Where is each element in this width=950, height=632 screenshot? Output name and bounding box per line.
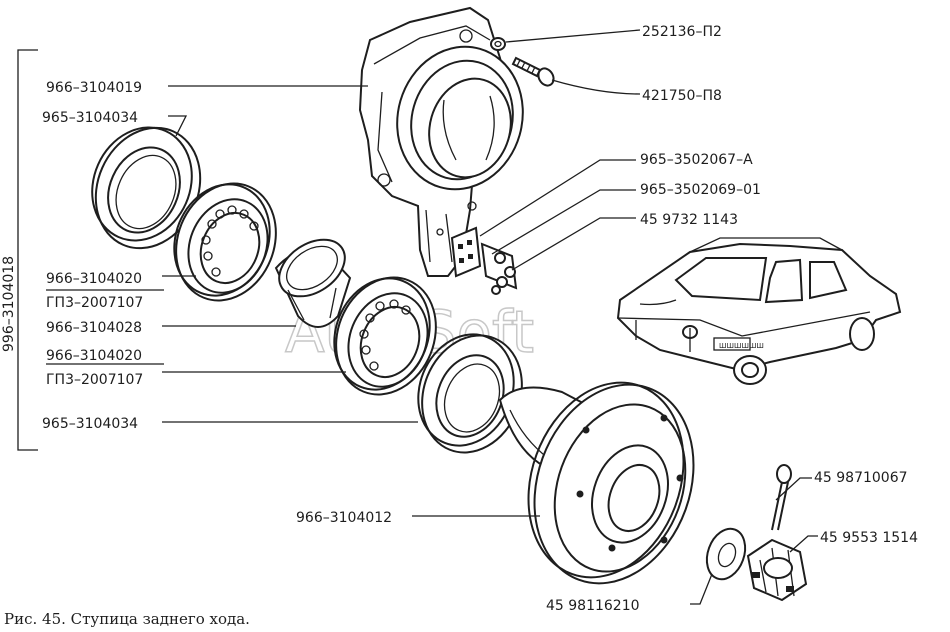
label-plate-nut: 45 9732 1143 [640, 212, 738, 228]
label-lower-bearing-b: ГП3–2007107 [46, 372, 143, 388]
label-upper-seal: 965–3104034 [42, 110, 138, 126]
label-bolt-washer: 252136–П2 [642, 24, 722, 40]
washer-part [705, 527, 747, 581]
upper-bearing-part [173, 182, 277, 302]
label-assembly: 996–3104018 [1, 256, 17, 352]
label-bolt: 421750–П8 [642, 88, 722, 104]
leader-lines [17, 29, 818, 605]
car-plate-text: ШШШШШШ [719, 342, 764, 350]
lower-bearing-part [333, 276, 437, 396]
label-plate: 965–3502067–А [640, 152, 753, 168]
lower-seal-part [417, 333, 523, 454]
label-lower-seal: 965–3104034 [42, 416, 138, 432]
castle-nut-part [746, 538, 808, 602]
spacer-sleeve-part [274, 238, 352, 328]
label-castle-nut: 45 9553 1514 [820, 530, 918, 546]
label-hub-body: 966–3104019 [46, 80, 142, 96]
cotter-pin-part [771, 464, 792, 531]
hub-flange-part [498, 381, 695, 585]
label-hub-flange: 966–3104012 [296, 510, 392, 526]
plate-part [450, 226, 518, 295]
car-illustration: ШШШШШШ [616, 237, 902, 385]
label-upper-bearing-b: ГП3–2007107 [46, 295, 143, 311]
washer-small-part [490, 37, 506, 51]
upper-seal-part [91, 126, 202, 250]
label-plate-bolt: 965–3502069–01 [640, 182, 761, 198]
hub-body-part [358, 6, 524, 277]
label-upper-bearing-a: 966–3104020 [46, 271, 142, 287]
label-cotter-pin: 45 98710067 [814, 470, 908, 486]
label-lower-bearing-a: 966–3104020 [46, 348, 142, 364]
bolt-part [511, 56, 555, 87]
label-spacer: 966–3104028 [46, 320, 142, 336]
figure-caption: Рис. 45. Ступица заднего хода. [4, 610, 250, 628]
label-washer: 45 98116210 [546, 598, 640, 614]
